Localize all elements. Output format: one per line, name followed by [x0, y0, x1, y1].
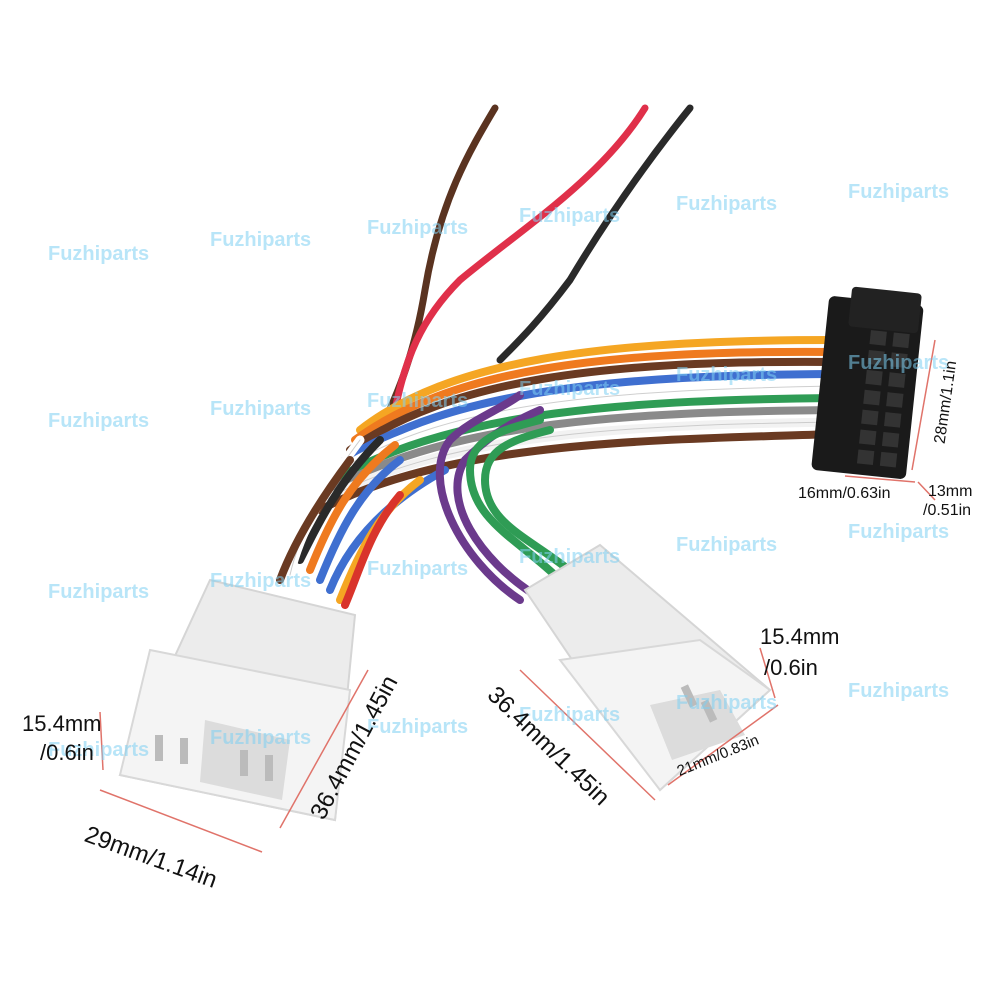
black-connector	[811, 286, 924, 479]
measure-lines	[99, 339, 936, 853]
right-connector-height-mm-label: 15.4mm	[760, 624, 840, 649]
black-connector-depth-mm-label: 13mm	[928, 483, 973, 500]
right-white-connector	[523, 543, 772, 792]
left-white-connector	[118, 578, 357, 822]
black-connector-width-label: 16mm/0.63in	[798, 485, 891, 502]
left-connector-height-in-label: /0.6in	[40, 740, 94, 765]
black-connector-depth-in-label: /0.51in	[923, 502, 972, 519]
wire-bundle	[276, 104, 840, 609]
right-connector-height-in-label: /0.6in	[764, 655, 818, 680]
left-connector-height-mm-label: 15.4mm	[22, 711, 102, 736]
